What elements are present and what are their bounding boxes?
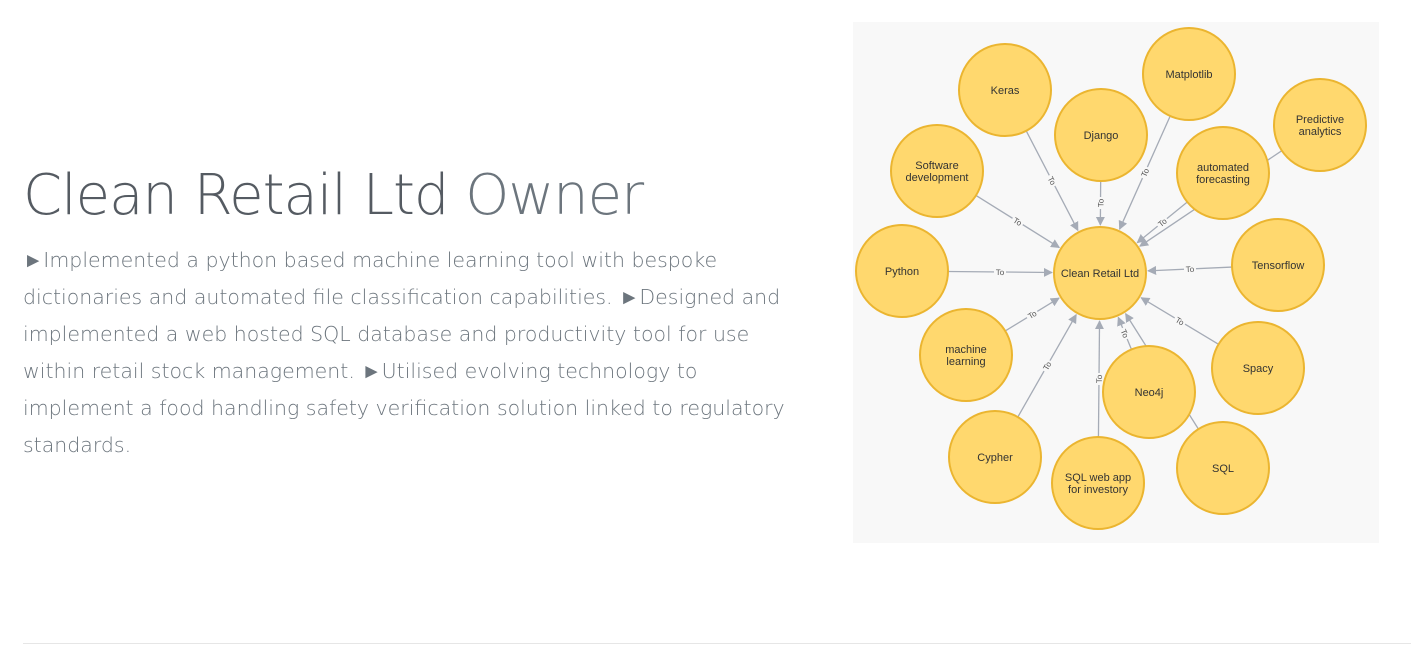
node-spacy-label: Spacy (1243, 363, 1274, 375)
edge-label-background (1095, 196, 1106, 210)
node-tensorflow-label: Tensorflow (1252, 260, 1305, 272)
section-divider (23, 643, 1411, 644)
skills-graph: ToToToToToToToToToToToToToTo KerasMatplo… (853, 22, 1379, 543)
edge-label-background (1154, 214, 1171, 231)
edge-label: To (996, 268, 1005, 277)
node-python[interactable]: Python (855, 224, 949, 318)
node-sql[interactable]: SQL (1176, 421, 1270, 515)
node-machine-learning-circle[interactable] (919, 308, 1013, 402)
job-title: Clean Retail Ltd Owner (23, 158, 813, 234)
edge-label: To (1140, 167, 1152, 179)
node-predictive-analytics-circle[interactable] (1273, 78, 1367, 172)
node-sql-label: SQL (1212, 463, 1234, 475)
edge-label-background (1024, 307, 1040, 322)
node-neo4j-label: Neo4j (1135, 387, 1164, 399)
node-cypher-circle[interactable] (948, 410, 1042, 504)
skills-graph-canvas: ToToToToToToToToToToToToToTo KerasMatplo… (855, 27, 1367, 530)
role-name: Owner (465, 163, 644, 228)
node-tensorflow[interactable]: Tensorflow (1231, 218, 1325, 312)
edge-label: To (1119, 328, 1131, 340)
edge-label-background (1039, 358, 1055, 374)
node-cypher[interactable]: Cypher (948, 410, 1042, 504)
node-python-label: Python (885, 266, 919, 278)
edge-label-background (1117, 325, 1132, 341)
node-spacy-circle[interactable] (1211, 321, 1305, 415)
company-name: Clean Retail Ltd (23, 163, 449, 228)
edge-label: To (1095, 374, 1104, 383)
node-spacy[interactable]: Spacy (1211, 321, 1305, 415)
edge-label-background (993, 266, 1007, 278)
node-software-development-circle[interactable] (890, 124, 984, 218)
node-django-label: Django (1084, 130, 1119, 142)
node-center-circle[interactable] (1053, 226, 1147, 320)
edge-label-background (1137, 165, 1152, 181)
edge-label-background (1172, 313, 1188, 329)
node-neo4j[interactable]: Neo4j (1102, 345, 1196, 439)
edge-label-background (1093, 372, 1105, 386)
edge-label: To (1096, 198, 1105, 207)
edge-label-background (1009, 214, 1026, 229)
node-neo4j-circle[interactable] (1102, 345, 1196, 439)
node-matplotlib-label: Matplotlib (1165, 69, 1212, 81)
node-matplotlib-circle[interactable] (1142, 27, 1236, 121)
node-sql-web-app-for-investory-circle[interactable] (1051, 436, 1145, 530)
edge-label-background (1044, 172, 1060, 189)
node-python-circle[interactable] (855, 224, 949, 318)
node-center[interactable]: Clean Retail Ltd (1053, 226, 1147, 320)
node-keras-label: Keras (991, 85, 1020, 97)
node-center-label: Clean Retail Ltd (1061, 268, 1139, 280)
node-tensorflow-circle[interactable] (1231, 218, 1325, 312)
edge-label-background (1183, 263, 1197, 275)
node-matplotlib[interactable]: Matplotlib (1142, 27, 1236, 121)
job-description: ►Implemented a python based machine lear… (23, 248, 785, 457)
node-cypher-label: Cypher (977, 452, 1013, 464)
node-keras-circle[interactable] (958, 43, 1052, 137)
edge-label: To (1186, 265, 1195, 274)
node-keras[interactable]: Keras (958, 43, 1052, 137)
node-django[interactable]: Django (1054, 88, 1148, 182)
node-automated-forecasting-circle[interactable] (1176, 126, 1270, 220)
node-sql-circle[interactable] (1176, 421, 1270, 515)
node-django-circle[interactable] (1054, 88, 1148, 182)
job-entry: Clean Retail Ltd Owner ►Implemented a py… (23, 158, 813, 464)
